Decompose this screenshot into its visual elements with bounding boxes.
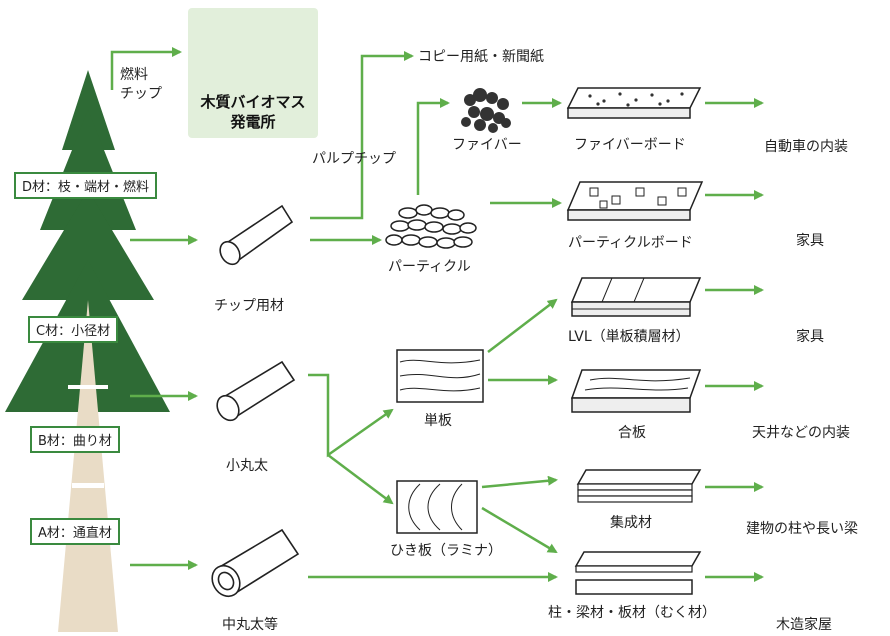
fuel-chip-label-line1: 燃料 bbox=[120, 67, 148, 83]
car-interior-label: 自動車の内装 bbox=[764, 139, 848, 155]
particle-icon bbox=[385, 204, 477, 249]
drawer-icon bbox=[791, 168, 821, 218]
chair-icon bbox=[792, 262, 822, 308]
solid-lumber-label: 柱・梁材・板材（むく材） bbox=[548, 605, 716, 621]
furniture2-label: 家具 bbox=[796, 329, 824, 345]
veneer-label: 単板 bbox=[424, 413, 452, 429]
lamina-label: ひき板（ラミナ） bbox=[390, 543, 502, 559]
house-icon bbox=[782, 550, 831, 596]
fiberboard-label: ファイバーボード bbox=[574, 137, 686, 153]
chip-log-icon bbox=[219, 204, 294, 266]
fiber-icon bbox=[461, 88, 511, 133]
fuel-chip-label-line2: チップ bbox=[120, 86, 162, 102]
tree bbox=[5, 70, 170, 632]
grade-c-label: C材：小径材 bbox=[28, 316, 119, 343]
particleboard-icon bbox=[566, 181, 704, 221]
plywood-label: 合板 bbox=[618, 425, 646, 441]
grade-a-label: A材：通直材 bbox=[30, 518, 120, 545]
glulam-label: 集成材 bbox=[610, 515, 652, 531]
copy-paper-label: コピー用紙・新聞紙 bbox=[418, 49, 544, 65]
particle-label: パーティクル bbox=[388, 259, 471, 275]
pulp-chip-label: パルプチップ bbox=[312, 151, 396, 167]
solid-lumber-icon bbox=[574, 551, 702, 595]
biomass-plant-box bbox=[188, 8, 318, 138]
house-interior-icon bbox=[783, 362, 830, 406]
frame-icon bbox=[785, 464, 828, 500]
medium-log-label: 中丸太等 bbox=[222, 617, 278, 633]
car-icon bbox=[781, 82, 830, 118]
chip-log-label: チップ用材 bbox=[214, 298, 284, 314]
fuel-chip-label: 燃料 チップ bbox=[120, 66, 162, 104]
lamina-icon bbox=[396, 480, 478, 534]
plant-label-line1: 木質バイオマス bbox=[200, 93, 306, 111]
flow-arrows bbox=[110, 47, 764, 582]
veneer-icon bbox=[396, 349, 484, 403]
glulam-icon bbox=[576, 469, 702, 503]
wooden-house-label: 木造家屋 bbox=[776, 617, 832, 633]
plant-label-line2: 発電所 bbox=[230, 113, 276, 131]
small-log-label: 小丸太 bbox=[226, 458, 268, 474]
small-log-icon bbox=[216, 360, 296, 422]
lvl-label: LVL（単板積層材） bbox=[568, 329, 690, 345]
grade-d-label: D材：枝・端材・燃料 bbox=[14, 172, 158, 199]
plywood-icon bbox=[570, 369, 702, 413]
lvl-icon bbox=[570, 277, 702, 317]
furniture1-label: 家具 bbox=[796, 233, 824, 249]
medium-log-icon bbox=[211, 528, 300, 598]
ceiling-label: 天井などの内装 bbox=[752, 425, 850, 441]
pillar-label: 建物の柱や長い梁 bbox=[746, 521, 858, 537]
fiber-label: ファイバー bbox=[452, 137, 522, 153]
particleboard-label: パーティクルボード bbox=[568, 235, 693, 251]
fiberboard-icon bbox=[566, 87, 702, 119]
plant-label: 木質バイオマス 発電所 bbox=[188, 92, 318, 132]
grade-b-label: B材：曲り材 bbox=[30, 426, 120, 453]
